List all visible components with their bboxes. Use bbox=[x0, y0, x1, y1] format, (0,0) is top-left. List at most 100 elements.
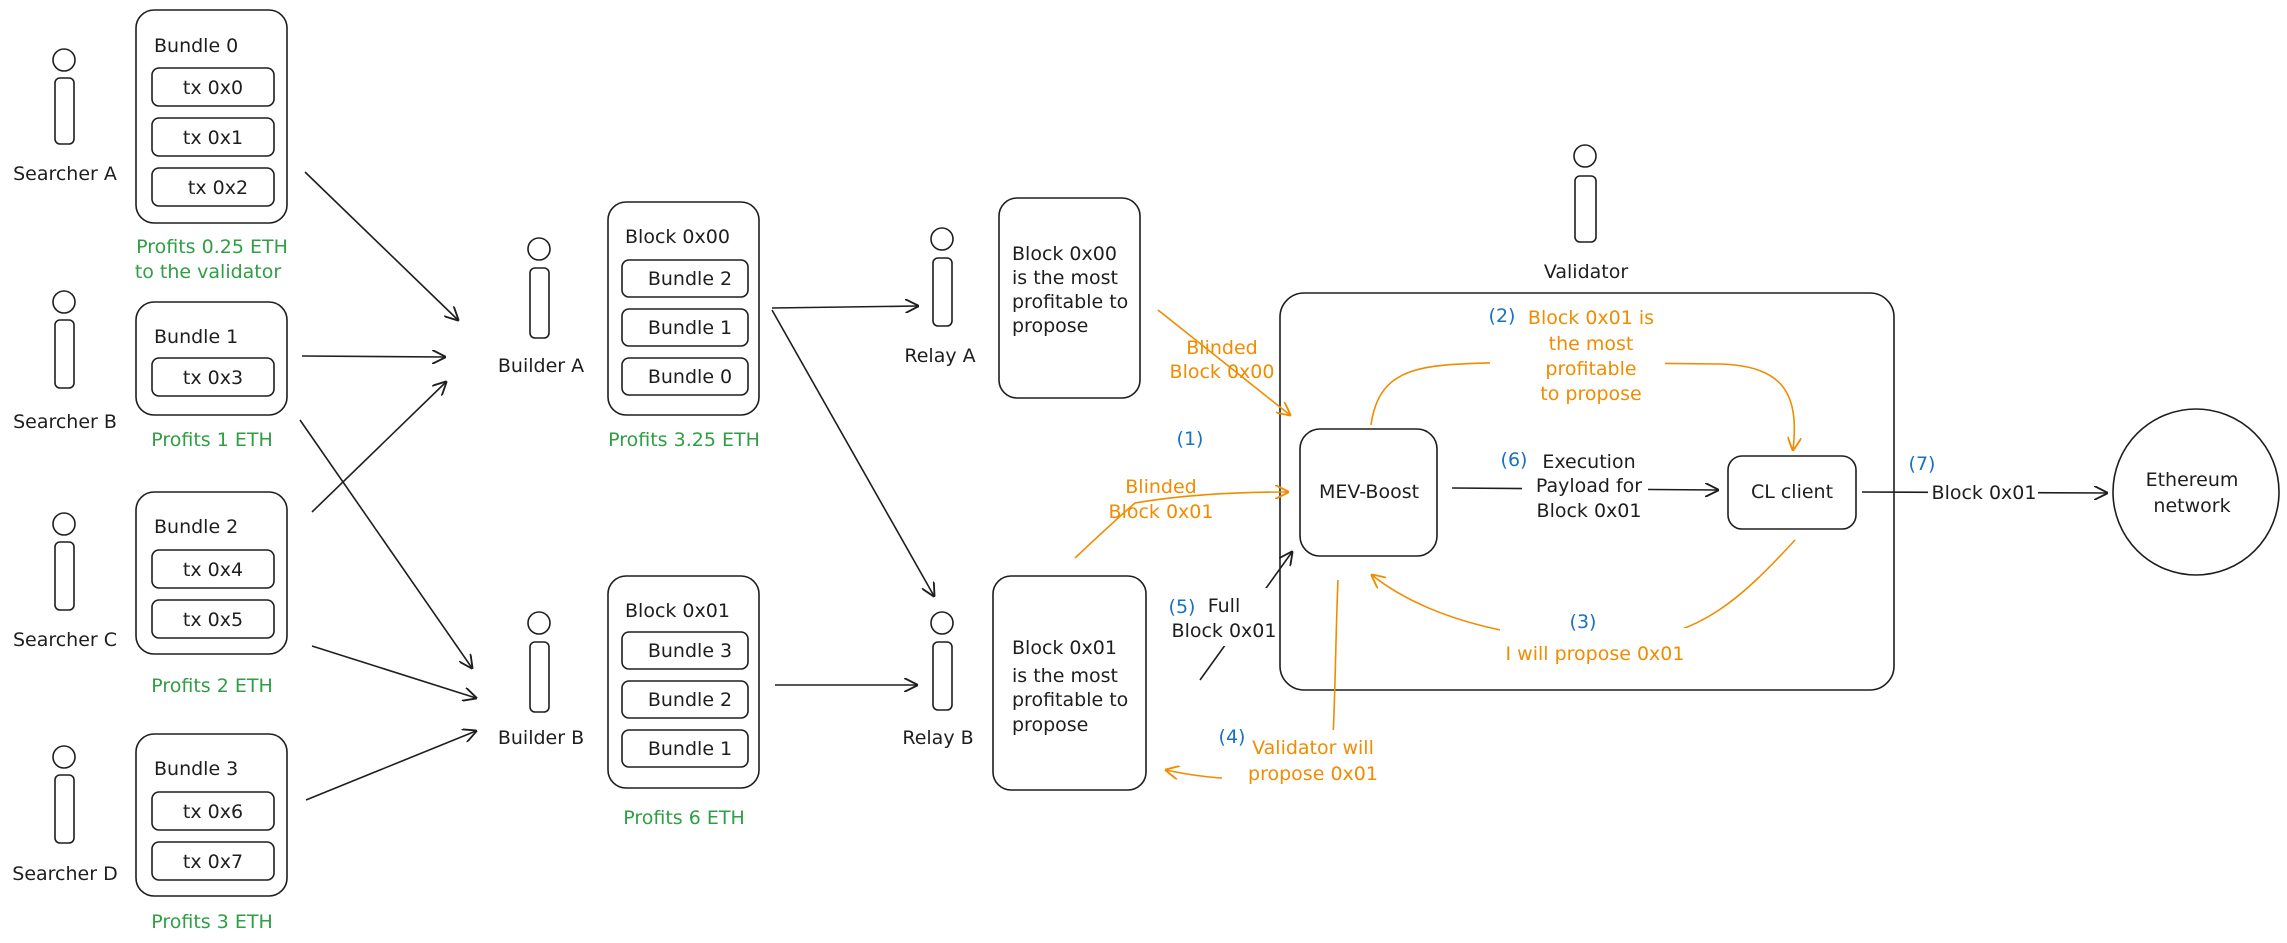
flow-label: Full bbox=[1208, 595, 1241, 617]
person-icon bbox=[52, 48, 76, 145]
tx-box bbox=[151, 357, 275, 397]
flow-label: Blinded bbox=[1125, 476, 1196, 498]
searcher-b: Searcher B bbox=[13, 290, 117, 433]
profit-label: to the validator bbox=[135, 261, 282, 283]
searcher-c: Searcher C bbox=[13, 512, 117, 651]
mev-boost-node: MEV-Boost bbox=[1299, 428, 1438, 557]
flow-label: Payload for bbox=[1536, 475, 1642, 497]
flow-step-5: (5) Full Block 0x01 bbox=[1165, 552, 1292, 681]
tx-label: tx 0x0 bbox=[183, 77, 243, 99]
note-line: Block 0x01 bbox=[1012, 637, 1117, 659]
flow-label: to propose bbox=[1540, 383, 1641, 405]
flow-label: Block 0x01 bbox=[1932, 482, 2037, 504]
tx-box bbox=[151, 841, 275, 881]
ethereum-network: Ethereum network bbox=[2112, 408, 2280, 576]
tx-label: tx 0x2 bbox=[188, 177, 248, 199]
flow-step-7: (7) Block 0x01 bbox=[1861, 453, 2107, 506]
person-icon bbox=[52, 745, 76, 844]
profit-label: Profits 0.25 ETH bbox=[136, 236, 288, 258]
note-line: profitable to bbox=[1012, 291, 1128, 313]
flow-label: Block 0x01 bbox=[1537, 500, 1642, 522]
relay-label: Relay A bbox=[904, 345, 975, 367]
person-icon bbox=[52, 290, 76, 389]
note-line: Block 0x00 bbox=[1012, 243, 1117, 265]
tx-box bbox=[151, 67, 275, 107]
step-number: (6) bbox=[1501, 449, 1528, 471]
tx-box bbox=[151, 791, 275, 831]
flow-blinded-a: Blinded Block 0x00 bbox=[1157, 309, 1290, 415]
person-icon bbox=[52, 512, 76, 611]
ethereum-label: Ethereum bbox=[2146, 469, 2239, 491]
bundle-title: Bundle 0 bbox=[154, 35, 238, 57]
person-icon bbox=[1573, 144, 1597, 243]
bundle-box: Bundle 2 tx 0x4 tx 0x5 bbox=[135, 491, 288, 655]
flow-step-3: (3) I will propose 0x01 bbox=[1372, 539, 1796, 665]
flow-label: propose 0x01 bbox=[1248, 763, 1378, 785]
bundle-box: Bundle 1 tx 0x3 bbox=[135, 301, 288, 416]
searcher-d: Searcher D bbox=[12, 745, 118, 885]
builder-a: Builder A bbox=[498, 237, 584, 377]
flow-label: Block 0x00 bbox=[1170, 361, 1275, 383]
bundle-item-label: Bundle 1 bbox=[648, 317, 732, 339]
relay-label: Relay B bbox=[902, 727, 973, 749]
bundle-item bbox=[621, 729, 749, 768]
searcher-label: Searcher D bbox=[12, 863, 117, 885]
bundle-title: Bundle 3 bbox=[154, 758, 238, 780]
flow-label: I will propose 0x01 bbox=[1506, 643, 1685, 665]
bundle-item-label: Bundle 1 bbox=[648, 738, 732, 760]
profit-label: Profits 3.25 ETH bbox=[608, 429, 760, 451]
flow-step-6: (6) Execution Payload for Block 0x01 bbox=[1451, 448, 1718, 522]
builder-label: Builder B bbox=[498, 727, 584, 749]
cl-client-node: CL client bbox=[1727, 455, 1857, 530]
ethereum-label: network bbox=[2153, 495, 2230, 517]
tx-label: tx 0x6 bbox=[183, 801, 243, 823]
flow-label: Blinded bbox=[1186, 337, 1257, 359]
tx-box bbox=[151, 549, 275, 589]
step-number: (7) bbox=[1909, 453, 1936, 475]
flow-label: Validator will bbox=[1252, 737, 1374, 759]
cl-client-label: CL client bbox=[1751, 481, 1833, 503]
profit-label: Profits 1 ETH bbox=[151, 429, 273, 451]
bundle-item bbox=[621, 357, 749, 396]
builder-to-relay-arrows bbox=[771, 306, 934, 685]
validator-person: Validator bbox=[1544, 144, 1629, 283]
person-icon bbox=[527, 611, 551, 713]
relay-b-note: Block 0x01 is the most profitable to pro… bbox=[992, 575, 1147, 791]
bundle-title: Bundle 1 bbox=[154, 326, 238, 348]
bundle-item-label: Bundle 0 bbox=[648, 366, 732, 388]
bundle-item bbox=[621, 259, 749, 298]
step-number: (3) bbox=[1570, 611, 1597, 633]
profit-label: Profits 6 ETH bbox=[623, 807, 745, 829]
block-box: Block 0x01 Bundle 3 Bundle 2 Bundle 1 bbox=[607, 575, 760, 789]
flow-label: Block 0x01 bbox=[1172, 620, 1277, 642]
note-line: is the most bbox=[1012, 665, 1118, 687]
tx-label: tx 0x7 bbox=[183, 851, 243, 873]
bundle-box: Bundle 3 tx 0x6 tx 0x7 bbox=[135, 733, 288, 897]
validator-label: Validator bbox=[1544, 261, 1629, 283]
flow-step-4: (4) Validator will propose 0x01 bbox=[1166, 579, 1378, 790]
searcher-label: Searcher A bbox=[13, 163, 117, 185]
tx-label: tx 0x3 bbox=[183, 367, 243, 389]
flow-step-2: (2) Block 0x01 is the most profitable to… bbox=[1370, 300, 1794, 450]
block-title: Block 0x00 bbox=[625, 226, 730, 248]
bundle-item bbox=[621, 308, 749, 347]
bundle-title: Bundle 2 bbox=[154, 516, 238, 538]
mev-boost-label: MEV-Boost bbox=[1319, 481, 1419, 503]
flow-label: Execution bbox=[1542, 451, 1635, 473]
relay-a: Relay A bbox=[904, 227, 976, 367]
note-line: propose bbox=[1012, 714, 1088, 736]
profit-label: Profits 2 ETH bbox=[151, 675, 273, 697]
tx-box bbox=[151, 117, 275, 157]
searcher-a: Searcher A bbox=[13, 48, 117, 185]
flow-step-1: (1) Blinded Block 0x01 bbox=[1074, 428, 1288, 559]
person-icon bbox=[527, 237, 551, 339]
step-number: (5) bbox=[1169, 596, 1196, 618]
note-line: propose bbox=[1012, 315, 1088, 337]
searcher-label: Searcher C bbox=[13, 629, 117, 651]
tx-label: tx 0x5 bbox=[183, 609, 243, 631]
tx-box bbox=[151, 599, 275, 639]
profit-label: Profits 3 ETH bbox=[151, 911, 273, 933]
step-number: (1) bbox=[1177, 428, 1204, 450]
relay-a-note: Block 0x00 is the most profitable to pro… bbox=[998, 197, 1141, 399]
bundle-item-label: Bundle 2 bbox=[648, 268, 732, 290]
